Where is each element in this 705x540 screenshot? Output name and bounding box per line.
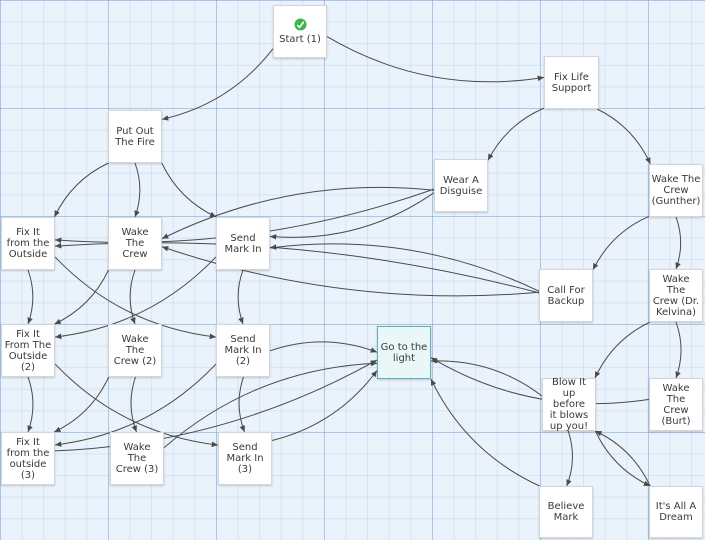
node-label: Start (1) — [279, 34, 321, 45]
edge-believe-mark-to-go-to-light — [430, 378, 540, 487]
edge-wake-kelvina-to-wake-burt — [675, 321, 682, 379]
node-send-mark-in-2[interactable]: Send Mark In (2) — [216, 324, 270, 377]
edge-put-out-fire-to-send-mark-1 — [161, 162, 217, 218]
edge-send-mark-2-to-fix-outside-3 — [54, 363, 217, 447]
edge-wake-gunther-to-wake-kelvina — [675, 216, 682, 270]
edge-send-mark-1-to-send-mark-2 — [237, 269, 244, 325]
edge-wake-crew-3-to-go-to-light — [163, 360, 378, 449]
node-believe-mark[interactable]: Believe Mark — [539, 486, 593, 538]
edge-fix-outside-2-to-fix-outside-3 — [27, 376, 34, 433]
node-label: Wake The Crew — [121, 227, 149, 260]
node-its-all-a-dream[interactable]: It's All A Dream — [649, 486, 703, 538]
node-label: Wake The Crew (Gunther) — [651, 174, 701, 207]
node-fix-life-support[interactable]: Fix Life Support — [544, 56, 599, 109]
node-label: Send Mark In — [224, 232, 262, 255]
node-label: Blow It up before it blows up you! — [549, 377, 589, 432]
edge-wake-burt-to-go-to-light — [430, 357, 650, 405]
edge-send-mark-1-to-fix-outside-2 — [54, 256, 217, 340]
node-call-for-backup[interactable]: Call For Backup — [539, 269, 593, 322]
edge-wake-gunther-to-call-backup — [592, 215, 650, 270]
edge-send-mark-2-to-send-mark-3 — [238, 376, 245, 433]
node-put-out-the-fire[interactable]: Put Out The Fire — [108, 110, 162, 163]
edge-wear-disguise-to-send-mark-1 — [269, 192, 435, 240]
start-icon — [293, 18, 307, 31]
edge-send-mark-2-to-go-to-light — [269, 341, 378, 353]
node-label: Wear A Disguise — [439, 174, 483, 197]
node-wake-the-crew-gunther[interactable]: Wake The Crew (Gunther) — [649, 164, 703, 217]
node-send-mark-in-3[interactable]: Send Mark In (3) — [218, 432, 272, 485]
edge-fix-outside-3-to-go-to-light — [54, 359, 378, 452]
edge-wake-crew-1-to-fix-outside-2 — [54, 269, 109, 325]
edge-fix-outside-2-to-send-mark-3 — [54, 363, 219, 448]
edge-wear-disguise-to-wake-crew-1 — [161, 186, 435, 240]
node-fix-it-from-the-outside-2[interactable]: Fix It From The Outside (2) — [1, 324, 55, 377]
node-label: Send Mark In (2) — [224, 334, 262, 367]
edge-call-backup-to-send-mark-1 — [269, 243, 540, 292]
edge-blow-it-up-to-go-to-light — [430, 357, 543, 397]
edge-fix-life-support-to-wake-gunther — [596, 108, 651, 165]
edge-wake-crew-2-to-fix-outside-3 — [54, 376, 110, 433]
edge-blow-it-up-to-its-all-dream — [594, 430, 651, 487]
edge-blow-it-up-to-believe-mark — [566, 430, 573, 487]
node-send-mark-in[interactable]: Send Mark In — [216, 217, 270, 270]
node-label: Wake The Crew (Burt) — [661, 382, 691, 427]
node-fix-it-from-the-outside-3[interactable]: Fix It from the outside (3) — [1, 432, 55, 485]
node-label: Wake The Crew (3) — [115, 442, 159, 475]
node-wake-the-crew-burt[interactable]: Wake The Crew (Burt) — [649, 378, 703, 431]
node-label: Fix It from the Outside — [6, 227, 50, 260]
edge-start-to-fix-life-support — [326, 36, 545, 83]
edge-fix-outside-1-to-fix-outside-2 — [27, 269, 34, 325]
node-label: Go to the light — [380, 341, 428, 364]
node-fix-it-from-the-outside[interactable]: Fix It from the Outside — [1, 217, 55, 270]
node-label: Call For Backup — [547, 284, 585, 307]
node-wear-a-disguise[interactable]: Wear A Disguise — [434, 159, 488, 212]
edge-wake-crew-2-to-wake-crew-3 — [130, 376, 137, 433]
node-label: Fix It From The Outside (2) — [4, 328, 52, 373]
node-label: Wake The Crew (Dr. Kelvina) — [652, 273, 700, 318]
node-wake-the-crew-3[interactable]: Wake The Crew (3) — [110, 432, 164, 485]
node-start[interactable]: Start (1) — [273, 5, 327, 58]
node-label: It's All A Dream — [655, 501, 697, 523]
edge-wake-kelvina-to-blow-it-up — [594, 321, 651, 379]
edge-send-mark-3-to-go-to-light — [271, 370, 378, 441]
node-label: Fix Life Support — [551, 71, 592, 94]
edge-fix-outside-1-to-send-mark-2 — [54, 256, 217, 340]
edge-fix-life-support-to-wear-disguise — [487, 107, 545, 161]
edge-its-all-dream-to-blow-it-up — [595, 430, 651, 487]
node-label: Put Out The Fire — [115, 125, 155, 148]
node-label: Send Mark In (3) — [226, 442, 264, 475]
node-label: Fix It from the outside (3) — [6, 436, 50, 481]
edge-wake-crew-1-to-wake-crew-2 — [129, 269, 136, 325]
node-go-to-the-light[interactable]: Go to the light — [377, 326, 431, 379]
node-wake-the-crew-dr-kelvina[interactable]: Wake The Crew (Dr. Kelvina) — [649, 269, 703, 322]
node-label: Wake The Crew (2) — [113, 334, 157, 367]
node-blow-it-up[interactable]: Blow It up before it blows up you! — [542, 377, 596, 432]
node-wake-the-crew-2[interactable]: Wake The Crew (2) — [108, 324, 162, 377]
node-label: Believe Mark — [547, 501, 585, 523]
node-wake-the-crew[interactable]: Wake The Crew — [108, 217, 162, 270]
edge-put-out-fire-to-wake-crew-1 — [134, 162, 141, 218]
edge-start-to-put-out-fire — [161, 48, 274, 121]
edge-put-out-fire-to-fix-outside-1 — [54, 162, 109, 218]
